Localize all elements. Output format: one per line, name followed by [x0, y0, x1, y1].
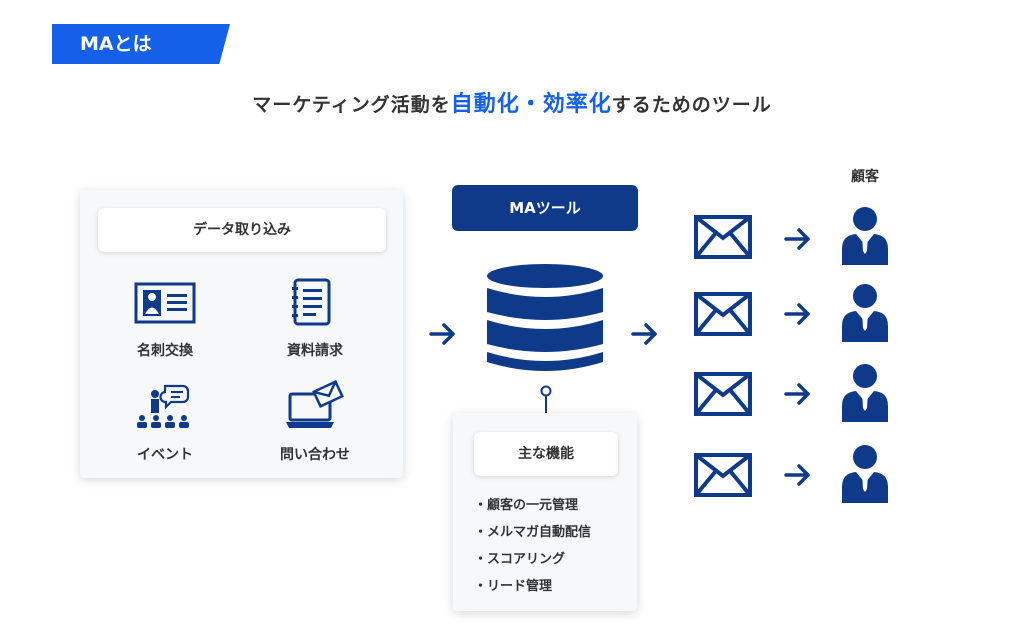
arrow-right-icon	[784, 383, 810, 405]
arrow-right-icon	[429, 323, 455, 345]
source-label-event: イベント	[137, 447, 193, 463]
person-icon	[842, 207, 888, 265]
source-label-business-card: 名刺交換	[137, 343, 193, 359]
source-label-document-request: 資料請求	[287, 343, 343, 359]
laptop-mail-icon	[286, 380, 344, 428]
headline-prefix: マーケティング活動を	[252, 94, 451, 116]
person-icon	[842, 445, 888, 503]
headline-suffix: するためのツール	[611, 94, 772, 116]
data-import-title: データ取り込み	[98, 208, 386, 252]
arrow-right-icon	[784, 228, 810, 250]
feature-item: ・メルマガ自動配信	[474, 525, 592, 540]
arrow-right-icon	[784, 303, 810, 325]
event-presentation-icon	[137, 384, 190, 428]
headline: マーケティング活動を自動化・効率化するためのツール	[0, 86, 1024, 118]
headline-highlight: 自動化・効率化	[450, 92, 612, 117]
feature-item: ・リード管理	[474, 579, 553, 594]
feature-item: ・スコアリング	[474, 552, 566, 567]
ma-tool-title: MAツール	[452, 185, 638, 231]
features-list: ・顧客の一元管理 ・メルマガ自動配信 ・スコアリング ・リード管理	[474, 496, 591, 604]
features-title: 主な機能	[474, 432, 618, 476]
arrow-right-icon	[784, 464, 810, 486]
connector-line	[540, 385, 552, 415]
document-icon	[292, 278, 331, 326]
mail-icon	[694, 292, 752, 336]
arrow-right-icon	[631, 323, 657, 345]
customers-label: 顧客	[851, 169, 879, 185]
database-icon	[487, 264, 603, 371]
person-icon	[842, 284, 888, 342]
mail-icon	[694, 215, 752, 259]
section-tag: MAとは	[80, 33, 152, 55]
business-card-icon	[134, 282, 196, 324]
feature-item: ・顧客の一元管理	[474, 498, 579, 513]
source-label-inquiry: 問い合わせ	[280, 447, 350, 463]
section-tag-bg	[52, 24, 230, 64]
mail-icon	[694, 453, 752, 497]
person-icon	[842, 364, 888, 422]
mail-icon	[694, 372, 752, 416]
